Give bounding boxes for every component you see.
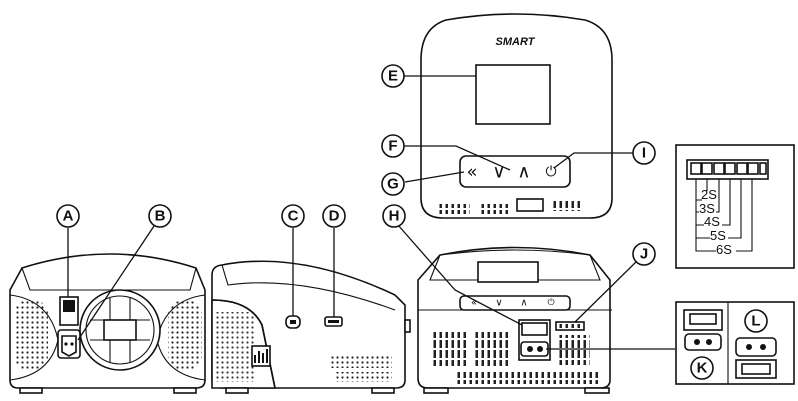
svg-text:J: J bbox=[640, 246, 648, 263]
svg-text:D: D bbox=[329, 208, 340, 225]
svg-text:B: B bbox=[155, 208, 166, 225]
svg-text:K: K bbox=[697, 360, 708, 377]
callout-f: F bbox=[381, 134, 405, 158]
callout-e: E bbox=[381, 64, 405, 88]
brand-logo: SMART bbox=[496, 36, 536, 48]
svg-text:G: G bbox=[387, 176, 399, 193]
balance-label-2s: 2S bbox=[701, 187, 717, 202]
svg-text:A: A bbox=[63, 208, 74, 225]
svg-text:F: F bbox=[388, 138, 397, 155]
svg-text:L: L bbox=[751, 313, 760, 330]
callout-j: J bbox=[632, 242, 656, 266]
up-button[interactable]: ∧ bbox=[517, 162, 530, 183]
lcd-screen bbox=[475, 64, 551, 125]
callout-h: H bbox=[382, 204, 406, 228]
front-back-glyph: « bbox=[471, 298, 477, 309]
callout-d: D bbox=[322, 204, 346, 228]
balance-label-5s: 5S bbox=[710, 228, 726, 243]
svg-text:H: H bbox=[389, 208, 400, 225]
balance-label-3s: 3S bbox=[699, 201, 715, 216]
callout-c: C bbox=[281, 204, 305, 228]
rear-vent-right bbox=[168, 300, 202, 370]
back-button[interactable]: « bbox=[466, 162, 477, 183]
callout-a: A bbox=[56, 204, 80, 228]
svg-text:C: C bbox=[288, 208, 299, 225]
rear-view bbox=[9, 225, 206, 394]
front-view: « ∨ ∧ ⏻ bbox=[397, 224, 675, 394]
rear-vent-left bbox=[14, 300, 48, 370]
svg-text:I: I bbox=[642, 145, 646, 162]
front-up-glyph: ∧ bbox=[520, 298, 527, 309]
callout-k: K bbox=[690, 356, 714, 380]
callout-g: G bbox=[381, 172, 405, 196]
cooling-fan bbox=[79, 289, 161, 371]
top-view: SMART « ∨ ∧ ⏻ bbox=[404, 13, 633, 219]
output-port-detail bbox=[675, 301, 795, 385]
balance-connector-detail: 2S 3S 4S 5S 6S bbox=[675, 144, 795, 269]
balance-label-6s: 6S bbox=[716, 242, 732, 257]
callout-i: I bbox=[632, 141, 656, 165]
callout-b: B bbox=[148, 204, 172, 228]
front-power-glyph: ⏻ bbox=[547, 297, 554, 308]
svg-text:E: E bbox=[388, 68, 398, 85]
button-panel bbox=[459, 155, 571, 188]
balance-label-4s: 4S bbox=[704, 214, 720, 229]
side-view bbox=[211, 228, 411, 394]
power-button[interactable]: ⏻ bbox=[545, 164, 556, 180]
callout-l: L bbox=[744, 309, 768, 333]
front-down-glyph: ∨ bbox=[495, 298, 502, 309]
